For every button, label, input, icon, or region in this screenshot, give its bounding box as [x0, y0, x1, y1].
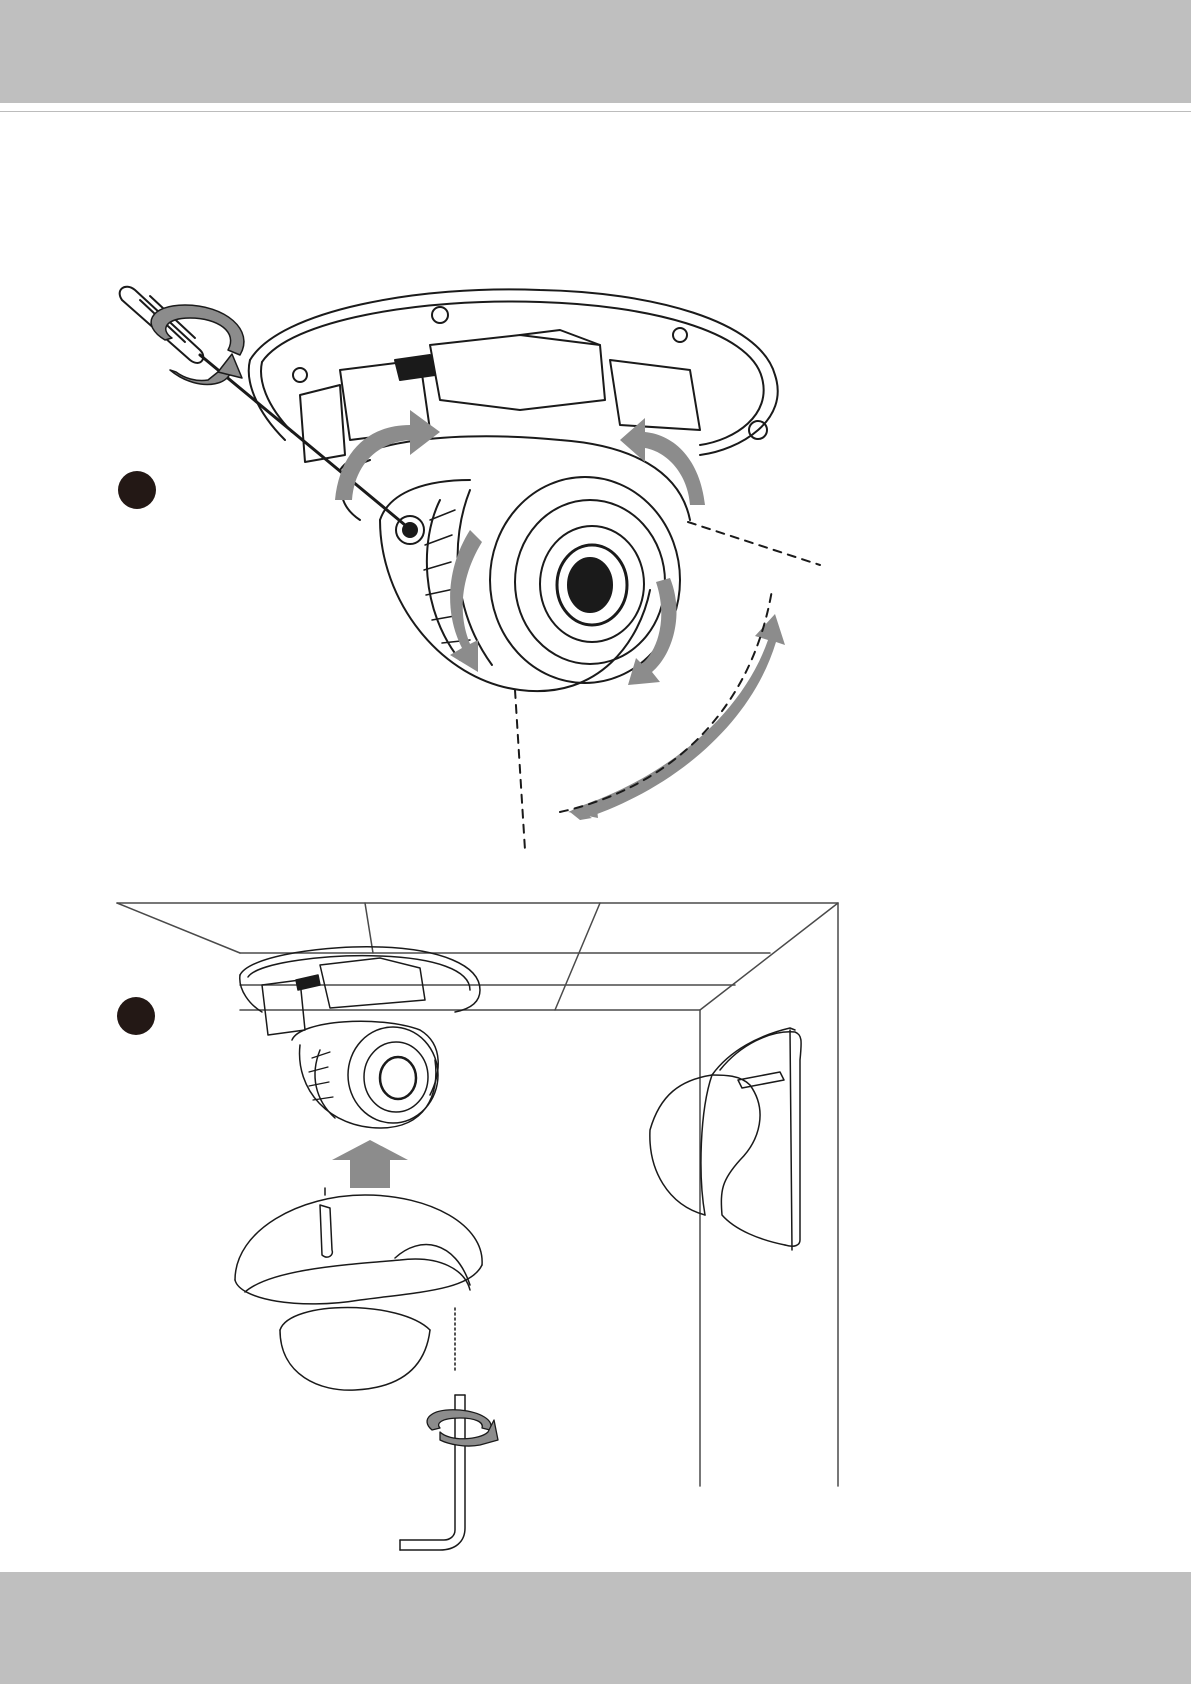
wall-mount-dome — [650, 1028, 801, 1250]
dome-cover — [235, 1188, 482, 1390]
pan-arrow-left-icon — [335, 410, 440, 500]
rotate-arrow-icon — [151, 305, 244, 384]
tilt-arrow-icon — [568, 614, 785, 820]
step-2-marker — [117, 997, 155, 1035]
up-arrow-icon — [332, 1140, 408, 1188]
rotate-hex-arrow-icon — [427, 1410, 498, 1446]
camera-module-small — [240, 947, 480, 1128]
step-1-marker — [118, 471, 156, 509]
footer-bar — [0, 1572, 1191, 1684]
tilt-guide-lines — [515, 522, 820, 850]
room-perspective — [117, 903, 838, 1486]
rotate-lens-arrow-left-icon — [450, 530, 482, 672]
